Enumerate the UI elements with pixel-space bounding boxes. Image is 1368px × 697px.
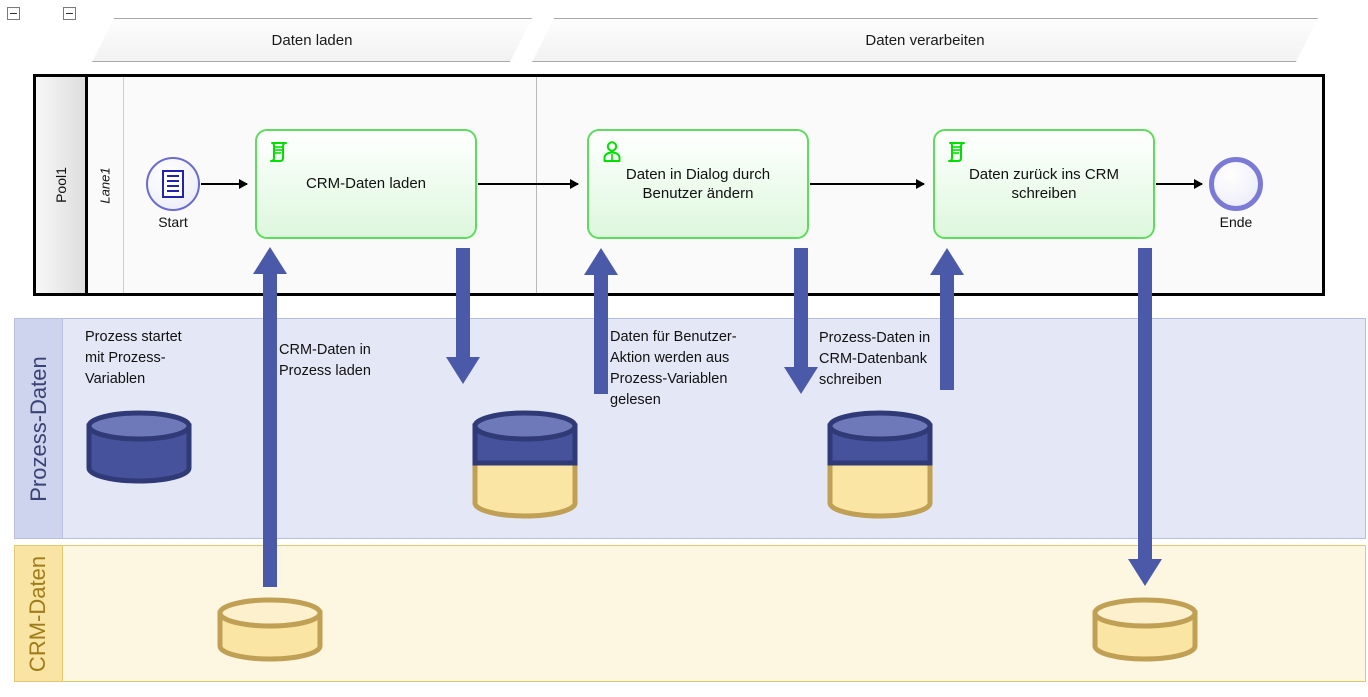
script-task-icon (948, 142, 965, 162)
pool-label: Pool1 (52, 167, 69, 203)
dataflow-arrow-process-to-task2 (584, 248, 618, 394)
sequence-flow-task1-to-task2 (478, 179, 579, 189)
lane-header: Lane1 (88, 77, 124, 293)
lane-label: Lane1 (98, 166, 113, 204)
task-daten-in-dialog-aendern[interactable]: Daten in Dialog durch Benutzer ändern (587, 129, 809, 239)
band-label: CRM-Daten (25, 555, 51, 672)
datastore-crm-quelle (217, 597, 323, 662)
phase-label: Daten verarbeiten (865, 31, 985, 49)
phase-divider-line (536, 77, 537, 293)
dataflow-arrow-task2-to-process (784, 248, 818, 394)
phase-header-daten-laden[interactable]: Daten laden (92, 18, 532, 62)
dataflow-arrow-crm-to-task1 (253, 247, 287, 587)
datastore-gemischt-1 (472, 410, 578, 519)
datastore-crm-ziel (1092, 597, 1198, 662)
annotation-crm-daten-in-prozess-laden: CRM-Daten in Prozess laden (279, 342, 371, 380)
sequence-flow-task2-to-task3 (810, 179, 925, 189)
datastore-gemischt-2 (827, 410, 933, 519)
dataflow-arrow-task3-to-crm (1128, 248, 1162, 586)
annotation-prozess-startet: Prozess startet mit Prozess- Variablen (85, 329, 182, 388)
task-daten-zurueck-ins-crm[interactable]: Daten zurück ins CRM schreiben (933, 129, 1155, 239)
script-task-icon (270, 142, 287, 162)
task-label: Daten in Dialog durch Benutzer ändern (625, 165, 771, 202)
lane-collapse-toggle[interactable] (63, 7, 76, 20)
phase-header-daten-verarbeiten[interactable]: Daten verarbeiten (532, 18, 1318, 62)
dataflow-arrow-task1-to-process (446, 248, 480, 384)
band-prozess-daten-header: Prozess-Daten (15, 319, 63, 538)
task-label: Daten zurück ins CRM schreiben (968, 165, 1120, 202)
band-label: Prozess-Daten (25, 355, 51, 502)
sequence-flow-start-to-task1 (201, 179, 248, 189)
pool-header: Pool1 (36, 77, 88, 293)
start-event[interactable] (146, 157, 200, 211)
user-task-icon (603, 141, 621, 162)
start-event-label: Start (158, 214, 188, 230)
sequence-flow-task3-to-end (1156, 179, 1203, 189)
end-event-label: Ende (1219, 214, 1253, 230)
annotation-daten-fuer-benutzer-aktion: Daten für Benutzer- Aktion werden aus Pr… (610, 329, 737, 409)
datastore-prozess-variablen (86, 410, 192, 484)
pool-collapse-toggle[interactable] (7, 7, 20, 20)
dataflow-arrow-process-to-task3 (930, 248, 964, 390)
band-crm-daten-header: CRM-Daten (15, 546, 63, 681)
task-label: CRM-Daten laden (305, 175, 427, 193)
form-document-icon (162, 170, 184, 198)
annotation-prozess-daten-in-crm: Prozess-Daten in CRM-Datenbank schreiben (819, 330, 931, 389)
end-event[interactable] (1209, 157, 1263, 211)
task-crm-daten-laden[interactable]: CRM-Daten laden (255, 129, 477, 239)
phase-label: Daten laden (271, 31, 353, 49)
